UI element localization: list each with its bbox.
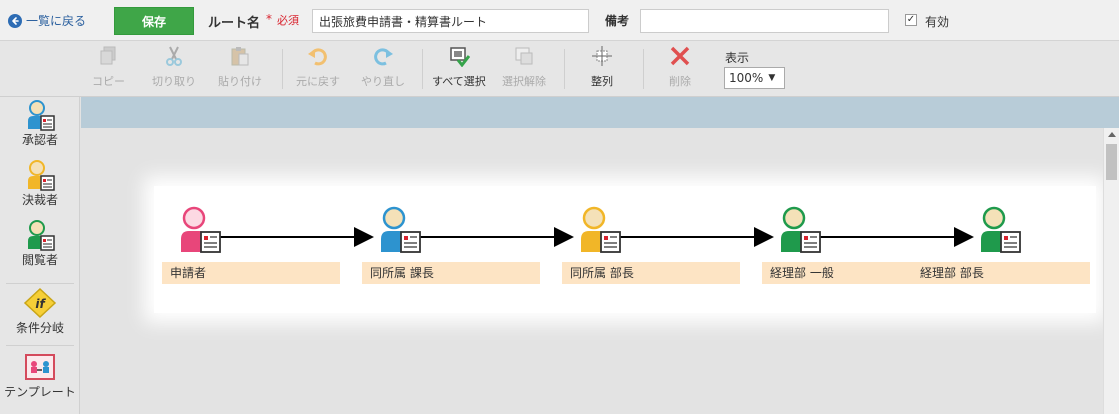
delete-x-icon (670, 46, 690, 66)
chevron-down-icon: ▼ (768, 73, 776, 83)
applicant-person-icon (181, 206, 221, 253)
undo-label: 元に戻す (296, 75, 340, 88)
route-node-department-head[interactable]: 同所属 部長 (562, 206, 742, 286)
cut-button[interactable]: 切り取り (152, 45, 196, 89)
deselect-button[interactable]: 選択解除 (502, 45, 546, 89)
back-to-list-link[interactable]: 一覧に戻る (8, 12, 86, 29)
active-label: 有効 (925, 15, 950, 29)
route-node-accounting-head[interactable]: 経理部 部長 (912, 206, 1090, 286)
route-name-label: ルート名 (208, 16, 261, 31)
scroll-thumb[interactable] (1106, 144, 1117, 180)
palette-decider[interactable]: 決裁者 (0, 159, 80, 208)
decider-person-icon (28, 160, 55, 191)
paste-label: 貼り付け (218, 75, 262, 88)
select-all-label: すべて選択 (432, 75, 486, 88)
palette-approver-label: 承認者 (21, 133, 58, 147)
route-node-applicant[interactable]: 申請者 (162, 206, 342, 286)
copy-label: コピー (92, 75, 125, 88)
viewer-person-icon (28, 220, 55, 251)
undo-icon (308, 48, 327, 66)
route-node-label: 経理部 一般 (762, 262, 940, 284)
toolbar-separator (422, 49, 423, 89)
required-star: * (266, 12, 272, 26)
palette-viewer-label: 閲覧者 (21, 253, 58, 267)
top-bar: 一覧に戻る 保存 ルート名 * 必須 備考 ✓ 有効 (0, 0, 1119, 41)
align-icon (592, 46, 612, 66)
vertical-scrollbar[interactable] (1103, 128, 1119, 414)
zoom-label: 表示 (725, 51, 750, 65)
palette-condition-label: 条件分岐 (15, 321, 64, 335)
delete-label: 削除 (669, 75, 691, 88)
edit-toolbar: コピー 切り取り 貼り付け 元に戻す やり直し すべて選択 選択解除 整列 削除… (0, 41, 1119, 97)
flow-arrows (217, 227, 974, 247)
approver-person-icon (381, 206, 421, 253)
save-button[interactable]: 保存 (114, 7, 194, 35)
route-node-label: 同所属 課長 (362, 262, 540, 284)
template-icon (25, 354, 55, 380)
condition-diamond-icon: if (23, 287, 57, 319)
back-arrow-icon (8, 13, 22, 28)
memo-label: 備考 (605, 14, 630, 28)
viewer-person-icon (981, 206, 1021, 253)
route-canvas[interactable]: 申請者 同所属 課長 同所属 部長 (81, 128, 1103, 414)
redo-label: やり直し (361, 75, 405, 88)
route-node-label: 申請者 (162, 262, 340, 284)
copy-button[interactable]: コピー (92, 45, 125, 89)
deselect-label: 選択解除 (502, 75, 546, 88)
route-node-section-chief[interactable]: 同所属 課長 (362, 206, 542, 286)
delete-button[interactable]: 削除 (669, 45, 691, 89)
toolbar-separator (564, 49, 565, 89)
select-all-button[interactable]: すべて選択 (432, 45, 486, 89)
condition-icon-text: if (35, 297, 46, 311)
palette-separator (6, 283, 74, 284)
zoom-select[interactable]: 100% ▼ (724, 67, 785, 89)
canvas-header-bar (81, 97, 1119, 128)
palette-separator (6, 345, 74, 346)
redo-button[interactable]: やり直し (361, 45, 405, 89)
palette-decider-label: 決裁者 (21, 193, 58, 207)
toolbar-separator (282, 49, 283, 89)
palette-template[interactable]: テンプレート (0, 351, 80, 400)
scissors-icon (166, 46, 182, 66)
route-node-label: 経理部 部長 (912, 262, 1090, 284)
viewer-person-icon (781, 206, 821, 253)
align-button[interactable]: 整列 (591, 45, 613, 89)
route-node-label: 同所属 部長 (562, 262, 740, 284)
scroll-up-icon[interactable] (1108, 132, 1116, 137)
route-flow-panel: 申請者 同所属 課長 同所属 部長 (154, 186, 1096, 313)
memo-input[interactable] (640, 9, 889, 33)
node-palette: 承認者 決裁者 閲覧者 if 条件分岐 (0, 97, 80, 414)
copy-icon (100, 46, 115, 65)
route-node-accounting-staff[interactable]: 経理部 一般 (762, 206, 942, 286)
zoom-value: 100% (729, 71, 764, 85)
paste-button[interactable]: 貼り付け (218, 45, 262, 89)
paste-icon (231, 47, 249, 66)
deselect-icon (515, 47, 533, 65)
select-all-icon (450, 47, 470, 67)
toolbar-separator (643, 49, 644, 89)
back-link-label: 一覧に戻る (26, 14, 87, 28)
decider-person-icon (581, 206, 621, 253)
route-name-input[interactable] (312, 9, 589, 33)
align-label: 整列 (591, 75, 613, 88)
undo-button[interactable]: 元に戻す (296, 45, 340, 89)
redo-icon (374, 48, 393, 66)
palette-template-label: テンプレート (4, 385, 76, 399)
approver-person-icon (28, 100, 55, 131)
cut-label: 切り取り (152, 75, 196, 88)
palette-condition[interactable]: if 条件分岐 (0, 287, 80, 336)
palette-approver[interactable]: 承認者 (0, 99, 80, 148)
active-checkbox[interactable]: ✓ (905, 14, 917, 26)
required-text: 必須 (277, 14, 299, 27)
palette-viewer[interactable]: 閲覧者 (0, 219, 80, 268)
